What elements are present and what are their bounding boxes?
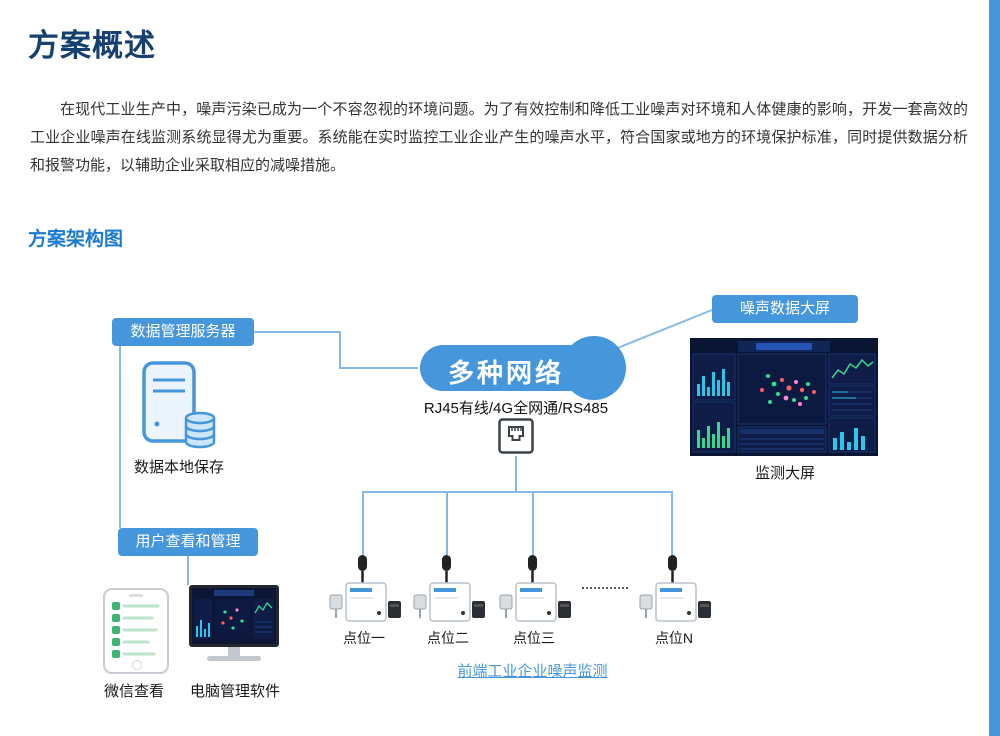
network-types-label: RJ45有线/4G全网通/RS485: [423, 400, 609, 417]
sensor-point-label-3: 点位三: [513, 630, 555, 646]
section-heading-architecture: 方案架构图: [28, 229, 124, 250]
user-manage-label-box: 用户查看和管理: [118, 528, 258, 556]
page-edge-accent-bar: [989, 0, 1000, 736]
monitor-stand-base: [207, 656, 261, 661]
noise-sensor-device-n: [634, 555, 714, 625]
phone-screen: [111, 600, 161, 658]
noise-sensor-device-1: [324, 555, 404, 625]
pc-monitor-icon: [189, 585, 279, 671]
connector-lines: [119, 309, 713, 585]
network-cloud-label: 多种网络: [447, 358, 564, 388]
page-title: 方案概述: [28, 28, 156, 63]
sensor-point-label-n: 点位N: [654, 630, 694, 646]
sensor-point-label-1: 点位一: [343, 630, 385, 646]
frontend-monitoring-link[interactable]: 前端工业企业噪声监测: [457, 663, 608, 680]
phone-home-button: [132, 660, 142, 670]
intro-paragraph: 在现代工业生产中，噪声污染已成为一个不容忽视的环境问题。为了有效控制和降低工业噪…: [30, 101, 968, 175]
pc-monitor-screen: [189, 585, 279, 647]
noise-sensor-device-2: [408, 555, 488, 625]
monitor-screen-label: 监测大屏: [754, 465, 815, 482]
wechat-phone-icon: [103, 588, 169, 674]
pc-software-label: 电脑管理软件: [189, 683, 280, 700]
wechat-label: 微信查看: [103, 683, 164, 700]
noise-sensor-device-3: [494, 555, 574, 625]
ellipsis-connector: [582, 587, 628, 589]
local-save-label: 数据本地保存: [133, 459, 224, 476]
phone-speaker: [129, 594, 143, 597]
monitor-stand-neck: [228, 647, 240, 656]
rj45-port-icon: [498, 418, 534, 454]
architecture-diagram: 数据管理服务器 数据本地保存 用户查看和管理: [0, 270, 1000, 736]
sensor-point-label-2: 点位二: [427, 630, 469, 646]
noise-dashboard-image: [690, 338, 878, 456]
network-cloud-shape: [420, 336, 626, 400]
noise-screen-label-box: 噪声数据大屏: [712, 295, 858, 323]
data-server-label-box: 数据管理服务器: [112, 318, 254, 346]
server-database-icon: [142, 361, 216, 449]
